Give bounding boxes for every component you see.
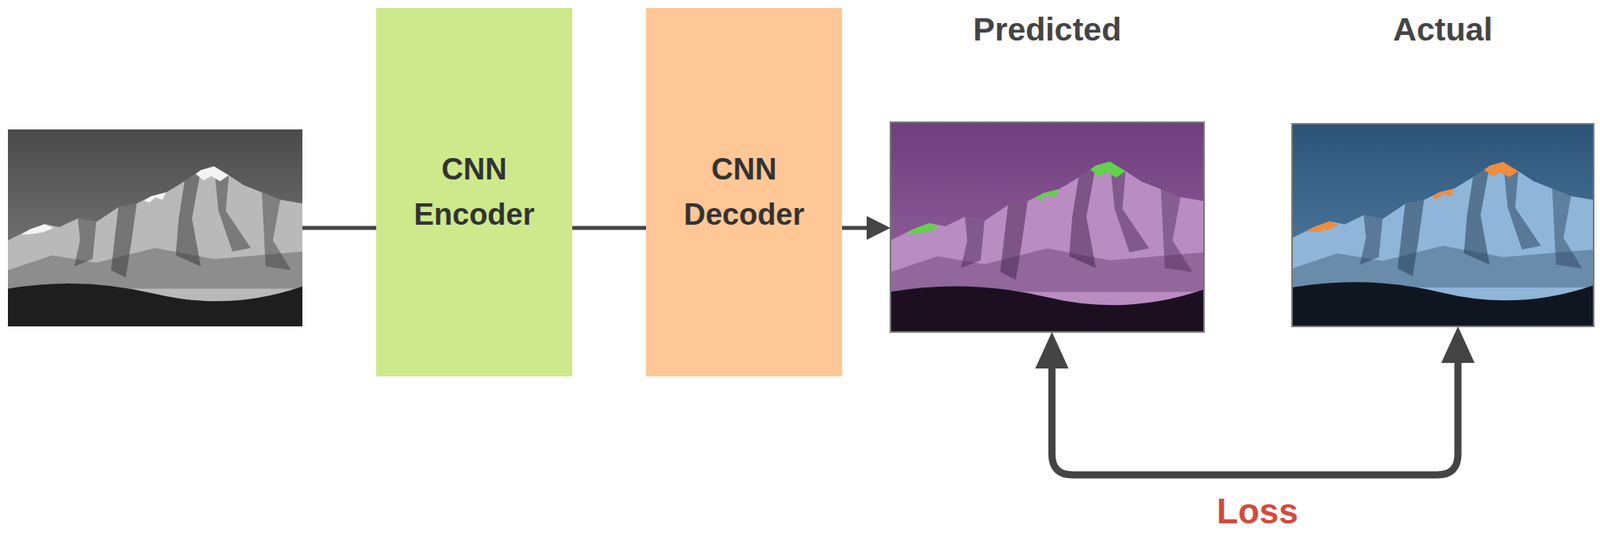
arrow-head [866,215,891,240]
box-label: CNN Encoder [404,146,544,238]
loss-connector [1051,361,1458,475]
image-heading: Predicted [858,11,1236,48]
image-box: Actual [1292,123,1594,327]
arrow-head [1034,331,1069,369]
image-heading: Actual [1260,11,1600,48]
arrow-head [1441,326,1475,363]
edge-label: Loss [1216,493,1299,529]
input-image [7,129,303,327]
predicted-image [890,122,1204,332]
box-label: CNN Decoder [674,146,814,238]
connector-line [842,226,869,231]
decoder-box: CNN Decoder [646,7,843,377]
input-line [302,226,377,231]
actual-image [1292,123,1594,327]
image-box: Predicted [890,122,1204,332]
connector-line [572,226,647,231]
encoder-box: CNN Encoder [376,7,573,377]
